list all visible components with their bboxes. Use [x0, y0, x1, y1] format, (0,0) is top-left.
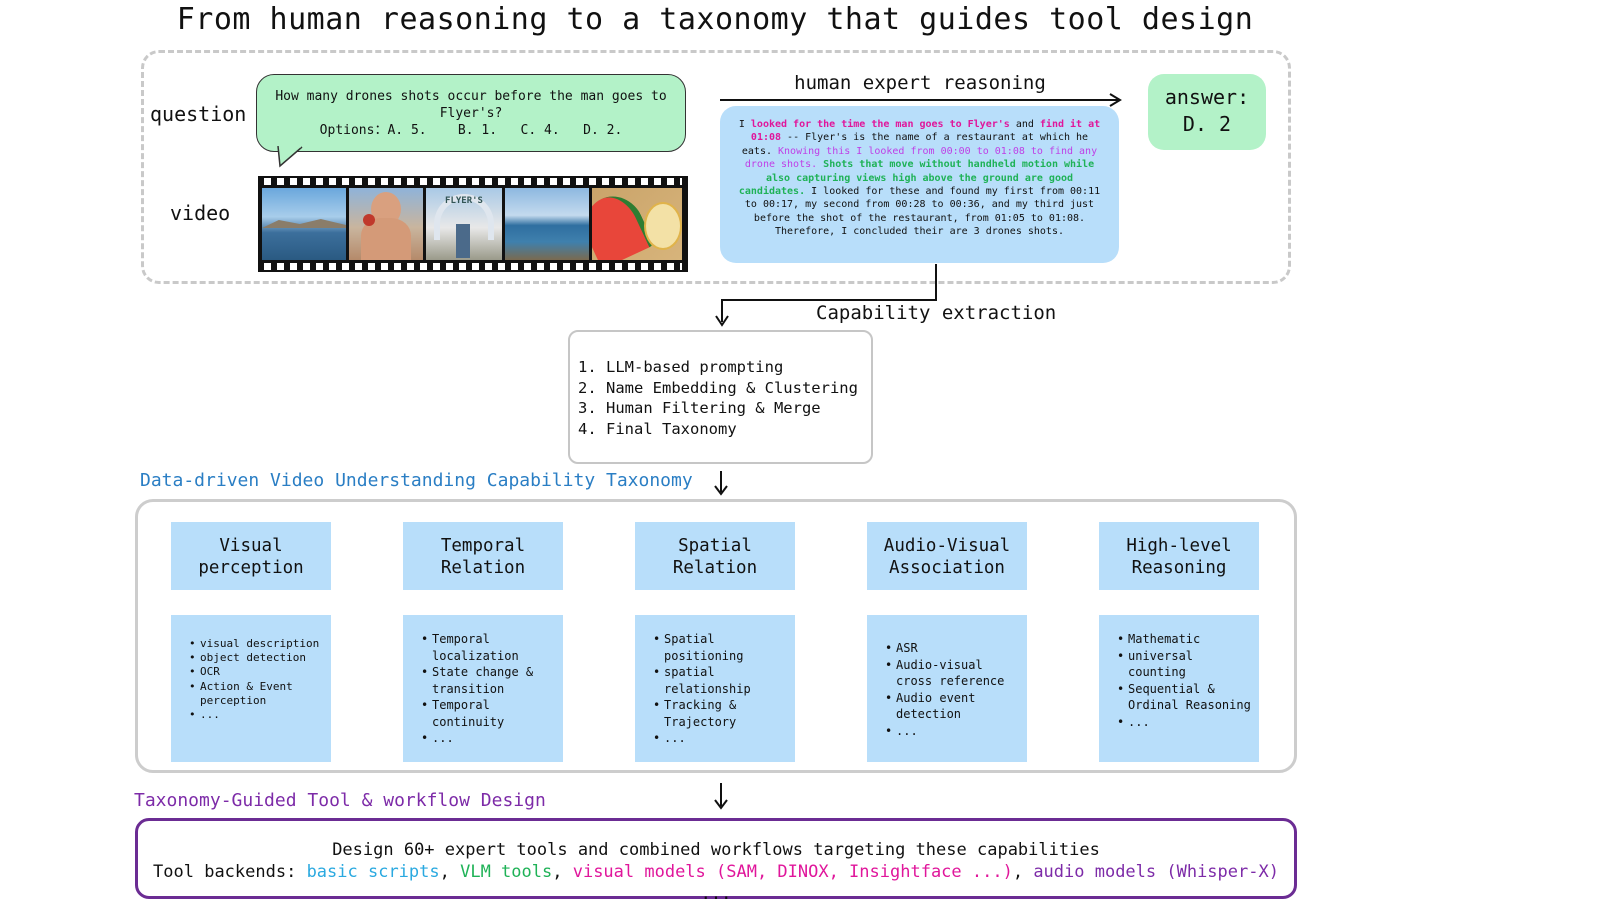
reasoning-highlight-goal: looked for the time the man goes to Flye… — [750, 119, 1010, 130]
backend-vlm-tools: VLM tools — [460, 862, 553, 882]
separator: , — [1012, 862, 1034, 882]
backend-basic-scripts: basic scripts — [306, 862, 440, 882]
capability-item: OCR — [189, 665, 325, 679]
capability-item: State change & transition — [421, 664, 557, 697]
answer-value: D. 2 — [1182, 112, 1232, 136]
separator: , — [439, 862, 461, 882]
taxonomy-frame — [135, 499, 1297, 773]
reasoning-highlight-time: find it at 01:08 — [750, 119, 1101, 144]
question-text: How many drones shots occur before the m… — [275, 89, 667, 121]
video-frame-watermelon — [592, 188, 682, 260]
category-spatial-relation: Spatial Relation — [635, 522, 795, 590]
category-temporal-relation: Temporal Relation — [403, 522, 563, 590]
capability-item: Action & Event perception — [189, 680, 325, 708]
category-spatial-relation-items: Spatial positioning spatial relationship… — [635, 615, 795, 762]
capability-item: Spatial positioning — [653, 631, 789, 664]
option-b: B. 1. — [457, 123, 498, 138]
reasoning-text: I looked for these and found my first fr… — [744, 186, 1101, 238]
video-frame-coast — [505, 188, 589, 260]
capability-item: spatial relationship — [653, 664, 789, 697]
option-c: C. 4. — [520, 123, 560, 138]
reasoning-text: -- Flyer's is the name of a restaurant a… — [741, 132, 1089, 157]
capability-item: ... — [189, 708, 325, 722]
capability-item: universal counting — [1117, 648, 1253, 681]
capability-item: Tracking & Trajectory — [653, 697, 789, 730]
category-temporal-relation-items: Temporal localization State change & tra… — [403, 615, 563, 762]
film-holes-top — [264, 178, 682, 185]
video-frame-sign: FLYER'S — [445, 196, 483, 206]
human-reasoning-label: human expert reasoning — [794, 72, 1046, 94]
capability-item: ... — [1117, 714, 1253, 731]
capability-item: Temporal localization — [421, 631, 557, 664]
step-item: Human Filtering & Merge — [606, 398, 871, 419]
reasoning-highlight-criteria: Shots that move without handheld motion … — [738, 159, 1095, 198]
tool-design-summary: Design 60+ expert tools and combined wor… — [332, 840, 1100, 860]
reasoning-text: and — [1009, 119, 1040, 130]
category-high-level-reasoning: High-level Reasoning — [1099, 522, 1259, 590]
tool-design-title: Taxonomy-Guided Tool & workflow Design — [134, 790, 546, 811]
capability-item: Sequential & Ordinal Reasoning — [1117, 681, 1253, 714]
video-frame-restaurant: FLYER'S — [426, 188, 502, 260]
reasoning-text: I — [738, 119, 751, 130]
answer-box: answer: D. 2 — [1148, 74, 1266, 150]
tool-backends-line: Tool backends: basic scripts, VLM tools,… — [138, 861, 1294, 905]
question-label: question — [150, 102, 247, 126]
capability-item: ... — [885, 723, 1021, 740]
diagram-title: From human reasoning to a taxonomy that … — [176, 2, 1254, 37]
arrow-down-icon — [715, 264, 937, 327]
category-visual-perception: Visual perception — [171, 522, 331, 590]
capability-item: object detection — [189, 651, 325, 665]
step-item: Name Embedding & Clustering — [606, 378, 871, 399]
ellipsis: ... — [700, 884, 732, 904]
option-d: D. 2. — [583, 123, 623, 138]
capability-item: ... — [653, 730, 789, 747]
options-label: Options： — [319, 123, 388, 138]
step-item: Final Taxonomy — [606, 419, 871, 440]
capability-item: ASR — [885, 640, 1021, 657]
capability-item: visual description — [189, 637, 325, 651]
reasoning-highlight-range: Knowing this I looked from 00:00 to 01:0… — [744, 145, 1098, 171]
steps-list: LLM-based prompting Name Embedding & Clu… — [582, 357, 871, 439]
capability-item: ... — [421, 730, 557, 747]
option-a: A. 5. — [387, 123, 427, 138]
step-item: LLM-based prompting — [606, 357, 871, 378]
question-options: Options：A. 5. B. 1. C. 4. D. 2. — [257, 122, 685, 139]
category-audio-visual-association-items: ASR Audio-visual cross reference Audio e… — [867, 615, 1027, 762]
tool-design-box: Design 60+ expert tools and combined wor… — [135, 818, 1297, 904]
taxonomy-title: Data-driven Video Understanding Capabili… — [140, 470, 693, 491]
backend-visual-models: visual models (SAM, DINOX, Insightface .… — [572, 862, 1013, 882]
capability-extraction-label: Capability extraction — [816, 302, 1057, 324]
video-film-strip: FLYER'S — [258, 176, 688, 272]
category-visual-perception-items: visual description object detection OCR … — [171, 615, 331, 762]
capability-item: Temporal continuity — [421, 697, 557, 730]
extraction-steps-box: LLM-based prompting Name Embedding & Clu… — [568, 330, 873, 464]
video-frame-sea — [262, 188, 346, 260]
question-bubble: How many drones shots occur before the m… — [256, 74, 686, 152]
backend-audio-models: audio models (Whisper-X) — [1033, 862, 1279, 882]
film-holes-bottom — [264, 263, 682, 270]
category-audio-visual-association: Audio-Visual Association — [867, 522, 1027, 590]
capability-item: Audio event detection — [885, 690, 1021, 723]
capability-item: Mathematic — [1117, 631, 1253, 648]
answer-label: answer: — [1164, 85, 1250, 109]
video-label: video — [170, 201, 231, 225]
arrow-down-icon — [714, 471, 728, 496]
arrow-right-icon — [720, 93, 1122, 107]
tool-backends-prefix: Tool backends: — [153, 862, 307, 882]
video-frame-man — [349, 188, 423, 260]
separator: , — [552, 862, 573, 882]
reasoning-box: I looked for the time the man goes to Fl… — [720, 106, 1119, 263]
capability-item: Audio-visual cross reference — [885, 657, 1021, 690]
speech-bubble-tail-icon — [277, 146, 303, 168]
arrow-down-icon — [714, 783, 728, 810]
category-high-level-reasoning-items: Mathematic universal counting Sequential… — [1099, 615, 1259, 762]
example-frame — [141, 50, 1291, 284]
